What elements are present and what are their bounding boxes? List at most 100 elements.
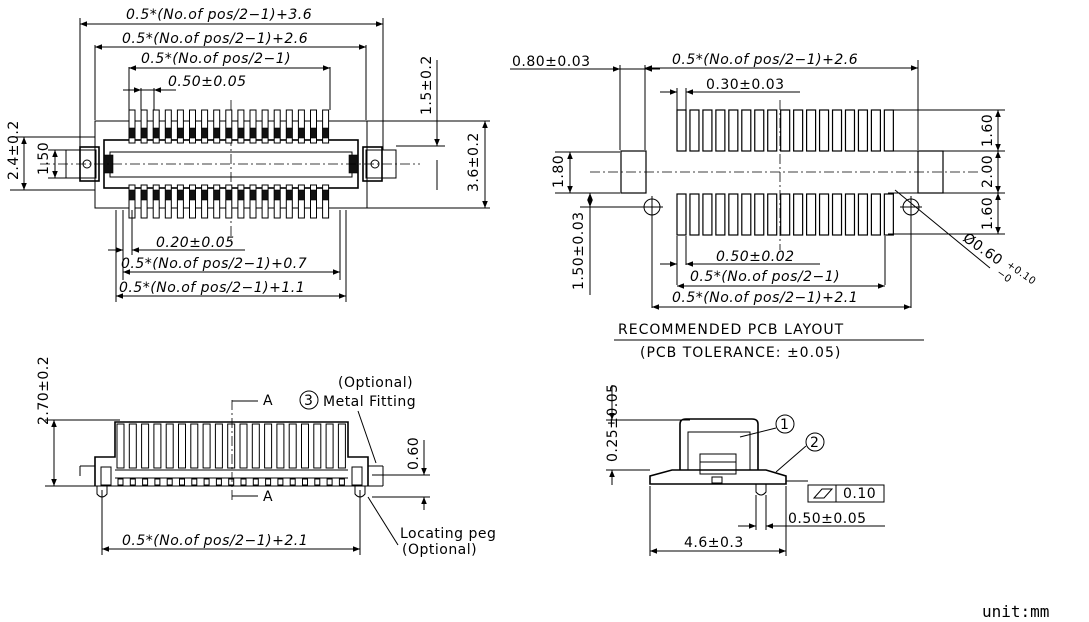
- pcb-pad: [831, 109, 843, 152]
- pcb-pad: [676, 109, 687, 152]
- contact-pin-tip: [273, 127, 281, 139]
- pcb-pad: [805, 109, 817, 152]
- pcb-pad: [793, 109, 804, 152]
- contact-pin: [152, 184, 160, 219]
- contact-pin-tip: [322, 189, 329, 201]
- pcb-pad: [741, 109, 752, 152]
- dim-depth-label: 4.6±0.3: [684, 535, 744, 551]
- dim-pcb-pitch-label: 0.50±0.02: [716, 249, 795, 265]
- contact-foot: [228, 478, 235, 486]
- dim-peg-width-label: 0.50±0.05: [788, 511, 867, 527]
- contact-pin: [322, 184, 330, 219]
- pcb-pad: [883, 109, 894, 152]
- dim-pad-len-top-label: 1.60: [980, 114, 996, 147]
- dim-peg-span-label: 0.5*(No.of pos/2−1)+2.1: [122, 533, 308, 549]
- contact-pin: [176, 109, 184, 144]
- pcb-pad: [844, 109, 856, 152]
- contact-pin-tip: [298, 127, 305, 139]
- dim-pitch-label: 0.50±0.05: [168, 74, 247, 90]
- pcb-pad: [870, 109, 882, 152]
- pcb-pad: [831, 193, 843, 236]
- contact-pin-tip: [249, 189, 257, 201]
- top-view: 0.5*(No.of pos/2−1)+3.6 0.5*(No.of pos/2…: [6, 7, 490, 302]
- pcb-pad: [754, 193, 765, 236]
- contact-pin-tip: [213, 127, 220, 139]
- section-top-label: A: [263, 393, 273, 409]
- dim-pad-span-label: 0.5*(No.of pos/2−1)+2.6: [672, 52, 858, 68]
- contact-pin: [164, 109, 172, 144]
- dim-pad-len-bottom-label: 1.60: [980, 197, 996, 230]
- contact-pin: [189, 109, 196, 144]
- dim-left-inner-label: 1.50: [36, 142, 52, 175]
- pcb-layout: 0.80±0.03 0.5*(No.of pos/2−1)+2.6 0.30±0…: [510, 52, 1038, 361]
- pcb-pad: [805, 193, 817, 236]
- contact-tooth: [202, 423, 211, 469]
- contact-tooth: [313, 423, 322, 469]
- locating-peg-label: Locating peg: [400, 526, 496, 542]
- contact-foot: [265, 478, 272, 486]
- contact-pin: [285, 184, 293, 219]
- dim-pcb-holes-label: 0.5*(No.of pos/2−1)+2.1: [672, 290, 858, 306]
- contact-pin-tip: [285, 127, 293, 139]
- contact-pin: [189, 184, 196, 219]
- contact-tooth: [165, 423, 174, 469]
- contact-pin-tip: [249, 127, 257, 139]
- dim-pin-width-label: 0.20±0.05: [156, 235, 235, 251]
- contact-pin-tip: [225, 127, 233, 139]
- contact-foot: [117, 478, 124, 486]
- pcb-pad: [754, 109, 765, 152]
- contact-pin-tip: [237, 127, 245, 139]
- contact-pin-tip: [322, 127, 329, 139]
- contact-foot: [338, 478, 345, 486]
- contact-pin-tip: [213, 189, 220, 201]
- side-view: 0.25±0.05 1 2 0.10 0.50±0.05 4.6±0.: [605, 383, 885, 556]
- pcb-layout-title: RECOMMENDED PCB LAYOUT: [618, 322, 844, 338]
- pcb-pad: [702, 109, 713, 152]
- pcb-pad: [793, 193, 804, 236]
- contact-tooth: [337, 423, 346, 469]
- contact-pin-tip: [310, 127, 317, 139]
- contact-pin: [225, 184, 233, 219]
- contact-pin: [310, 184, 317, 219]
- dim-housing-label: 0.5*(No.of pos/2−1)+2.6: [122, 31, 308, 47]
- pcb-pad: [844, 193, 856, 236]
- pcb-pad: [857, 193, 869, 236]
- pcb-pad: [780, 109, 791, 152]
- contact-pin-tip: [310, 189, 317, 201]
- dim-overall-label: 0.5*(No.of pos/2−1)+3.6: [126, 7, 312, 23]
- contact-pin: [285, 109, 293, 144]
- contact-pin: [249, 184, 257, 219]
- contact-tooth: [239, 423, 248, 469]
- pcb-pad: [780, 193, 791, 236]
- contact-foot: [203, 478, 210, 486]
- contact-pin: [261, 109, 269, 144]
- contact-pin: [201, 109, 209, 144]
- contact-pin: [297, 184, 305, 219]
- dim-pins-label: 0.5*(No.of pos/2−1): [141, 51, 291, 67]
- contact-pin: [176, 184, 184, 219]
- contact-foot: [191, 478, 198, 486]
- contact-pin-tip: [152, 189, 160, 201]
- contact-pin-tip: [152, 127, 160, 139]
- dim-right-height-label: 3.6±0.2: [466, 132, 482, 192]
- contact-foot: [314, 478, 321, 486]
- contact-pin-tip: [273, 189, 281, 201]
- contact-pin-tip: [261, 189, 269, 201]
- pcb-pad: [883, 193, 894, 236]
- contact-pin-tip: [201, 127, 208, 139]
- contact-foot: [215, 478, 222, 486]
- pcb-pad: [702, 193, 713, 236]
- contact-pin: [237, 109, 245, 144]
- dim-peg-label: 0.60: [406, 437, 422, 470]
- contact-pin-tip: [128, 127, 136, 139]
- dim-lead-span-label: 0.5*(No.of pos/2−1)+1.1: [119, 280, 305, 296]
- contact-pin: [273, 184, 281, 219]
- contact-pin-tip: [189, 189, 196, 201]
- contact-foot: [129, 478, 136, 486]
- contact-pin: [213, 109, 221, 144]
- contact-tooth: [325, 423, 334, 469]
- pcb-pad: [767, 193, 778, 236]
- contact-pin-tip: [201, 189, 208, 201]
- pcb-pad: [676, 193, 687, 236]
- dim-hole-dia-label: Ø0.60: [960, 230, 1006, 269]
